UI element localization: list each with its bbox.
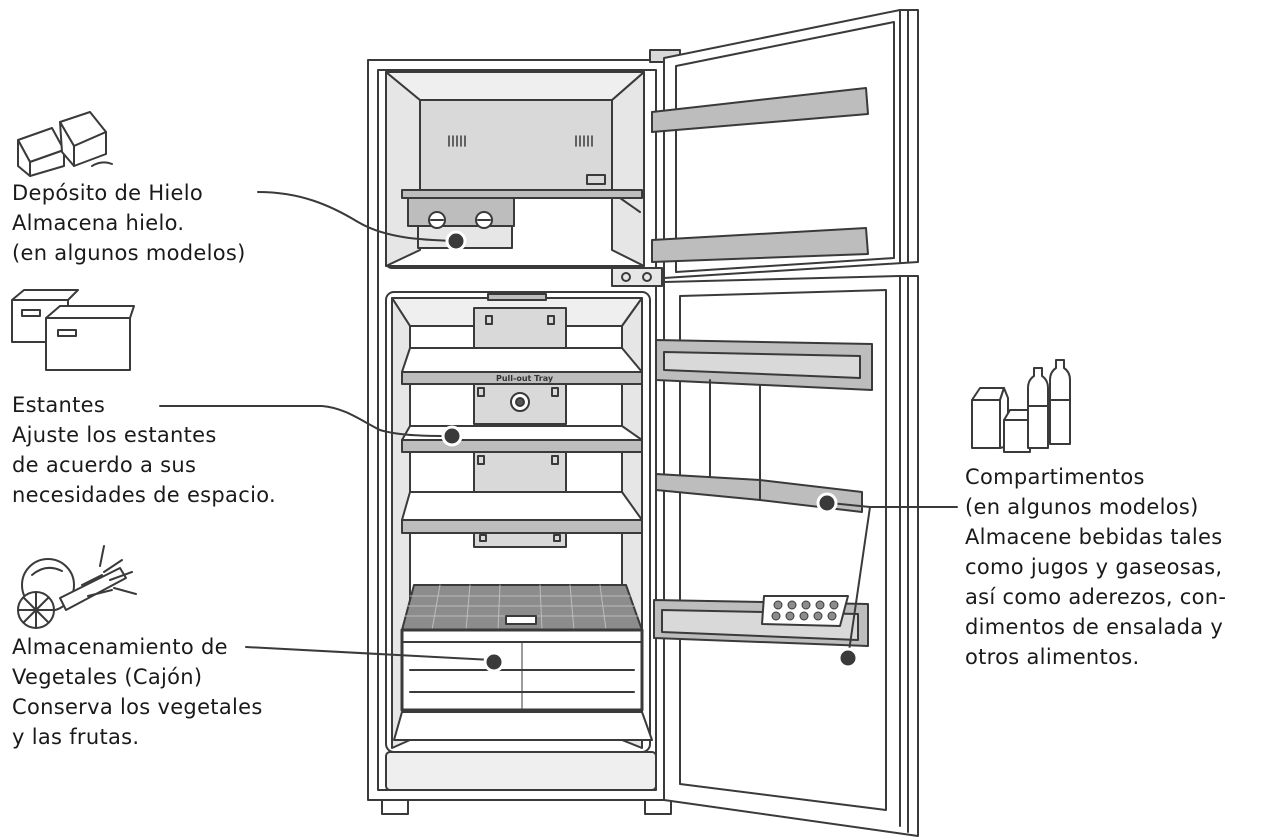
drinks-cartons-bottles-icon: [971, 359, 1071, 453]
freezer-door: [649, 9, 919, 279]
dot-door-bins-mid: [816, 492, 838, 514]
ice-bin-title: Depósito de Hielo: [12, 181, 204, 205]
freezer-compartment: [385, 69, 645, 269]
door-bins-line-4: así como aderezos, con-: [965, 585, 1227, 609]
dot-ice: [445, 230, 467, 252]
ice-bin-callout: Depósito de Hielo Almacena hielo. (en al…: [12, 178, 246, 268]
dot-shelves: [441, 425, 463, 447]
callout-dots: [441, 230, 859, 673]
control-panel: [611, 267, 663, 287]
crisper-callout: Almacenamiento de Vegetales (Cajón) Cons…: [12, 632, 263, 752]
fruits-vegetables-icon: [17, 545, 137, 629]
door-bins-line-6: otros alimentos.: [965, 645, 1140, 669]
crisper-title: Almacenamiento de: [12, 635, 228, 659]
ice-cubes-icon: [17, 111, 113, 177]
shelves-title: Estantes: [12, 393, 106, 417]
ice-bin-line-2: (en algunos modelos): [12, 241, 246, 265]
crisper-line-2: Conserva los vegetales: [12, 695, 263, 719]
crisper-line-1: Vegetales (Cajón): [12, 665, 203, 689]
door-bins-callout: Compartimentos (en algunos modelos) Alma…: [965, 462, 1226, 672]
storage-boxes-icon: [11, 289, 135, 371]
door-bins-line-1: (en algunos modelos): [965, 495, 1199, 519]
leader-lines: [159, 191, 958, 661]
dot-door-bins-low: [837, 647, 859, 669]
dot-crisper: [483, 651, 505, 673]
shelves-line-1: Ajuste los estantes: [12, 423, 217, 447]
ice-bin-line-1: Almacena hielo.: [12, 211, 185, 235]
fridge-door: [653, 275, 919, 837]
door-bins-line-2: Almacene bebidas tales: [965, 525, 1223, 549]
door-bins-title: Compartimentos: [965, 465, 1145, 489]
fridge-compartment: [385, 291, 657, 791]
shelves-callout: Estantes Ajuste los estantes de acuerdo …: [12, 390, 276, 510]
shelves-line-3: necesidades de espacio.: [12, 483, 276, 507]
shelves-line-2: de acuerdo a sus: [12, 453, 197, 477]
door-bins-line-5: dimentos de ensalada y: [965, 615, 1224, 639]
crisper-line-3: y las frutas.: [12, 725, 140, 749]
door-bins-line-3: como jugos y gaseosas,: [965, 555, 1223, 579]
pull-out-tray-label: Pull-out Tray: [496, 374, 554, 383]
